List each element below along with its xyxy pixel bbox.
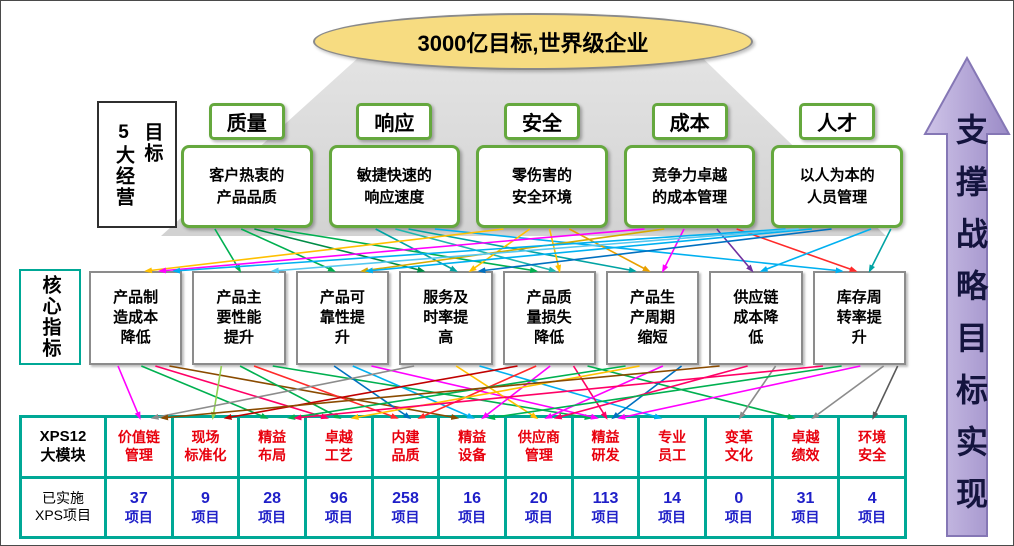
goals-section-label-text: 5大经营 目标 bbox=[113, 121, 163, 208]
project-unit: 项目 bbox=[791, 508, 820, 525]
project-count: 9 bbox=[201, 489, 210, 507]
project-count: 31 bbox=[796, 489, 815, 507]
modules-row-label: XPS12 大模块 bbox=[22, 418, 104, 476]
module-header-cell: 价值链 管理 bbox=[107, 418, 171, 476]
module-header-cell: 精益 布局 bbox=[240, 418, 304, 476]
goal-header: 安全 bbox=[503, 103, 580, 140]
project-unit: 项目 bbox=[258, 508, 287, 525]
module-header-cell: 供应商 管理 bbox=[507, 418, 571, 476]
module-header-cell: 专业 员工 bbox=[640, 418, 704, 476]
up-arrow-path bbox=[923, 56, 1011, 537]
indicator-box: 服务及 时率提 高 bbox=[399, 271, 493, 365]
project-count: 28 bbox=[263, 489, 282, 507]
project-count: 0 bbox=[734, 489, 744, 507]
module-header-cell: 卓越 工艺 bbox=[307, 418, 371, 476]
module-header-cell: 精益 设备 bbox=[440, 418, 504, 476]
project-count: 258 bbox=[392, 489, 419, 507]
project-unit: 项目 bbox=[858, 508, 887, 525]
module-header-cell: 环境 安全 bbox=[840, 418, 904, 476]
project-count: 16 bbox=[463, 489, 482, 507]
goal-quality: 质量 客户热衷的 产品品质 bbox=[181, 103, 313, 228]
project-unit: 项目 bbox=[724, 508, 753, 525]
project-unit: 项目 bbox=[391, 508, 420, 525]
goal-talent: 人才 以人为本的 人员管理 bbox=[771, 103, 903, 228]
goal-desc-box: 以人为本的 人员管理 bbox=[771, 145, 903, 228]
module-header-cell: 变革 文化 bbox=[707, 418, 771, 476]
goal-desc-box: 零伤害的 安全环境 bbox=[476, 145, 608, 228]
module-header-cell: 现场 标准化 bbox=[173, 418, 238, 476]
project-unit: 项目 bbox=[658, 508, 687, 525]
indicator-box: 产品主 要性能 提升 bbox=[192, 271, 286, 365]
project-count: 20 bbox=[529, 489, 548, 507]
project-count: 4 bbox=[867, 489, 877, 507]
indicator-box: 库存周 转率提 升 bbox=[812, 271, 906, 365]
project-unit: 项目 bbox=[458, 508, 487, 525]
project-unit: 项目 bbox=[324, 508, 353, 525]
project-count: 113 bbox=[592, 489, 619, 507]
module-header-cell: 精益 研发 bbox=[573, 418, 638, 476]
project-count: 14 bbox=[663, 489, 682, 507]
goal-header: 成本 bbox=[651, 103, 728, 140]
indicators-row: 产品制 造成本 降低 产品主 要性能 提升 产品可 靠性提 升 服务及 时率提 … bbox=[89, 271, 906, 365]
projects-row-label: 已实施 XPS项目 bbox=[22, 478, 104, 536]
goal-safety: 安全 零伤害的 安全环境 bbox=[476, 103, 608, 228]
goals-section-label: 5大经营 目标 bbox=[97, 101, 177, 228]
project-unit: 项目 bbox=[591, 508, 620, 525]
up-arrow-shape bbox=[923, 56, 1011, 537]
indicators-section-label: 核心指标 bbox=[19, 269, 81, 365]
project-count: 37 bbox=[129, 489, 148, 507]
goal-desc-box: 客户热衷的 产品品质 bbox=[181, 145, 313, 228]
vision-ellipse: 3000亿目标,世界级企业 bbox=[313, 13, 753, 70]
goal-header: 质量 bbox=[208, 103, 285, 140]
project-unit: 项目 bbox=[191, 508, 220, 525]
goal-desc-box: 竞争力卓越 的成本管理 bbox=[623, 145, 756, 228]
module-header-cell: 内建 品质 bbox=[373, 418, 438, 476]
project-unit: 项目 bbox=[124, 508, 153, 525]
module-header-cell: 卓越 绩效 bbox=[773, 418, 838, 476]
goal-desc-box: 敏捷快速的 响应速度 bbox=[328, 145, 461, 228]
indicator-box: 产品可 靠性提 升 bbox=[295, 271, 390, 365]
project-unit: 项目 bbox=[524, 508, 553, 525]
indicators-section-label-text: 核心指标 bbox=[39, 275, 61, 359]
goal-header: 响应 bbox=[356, 103, 433, 140]
goal-header: 人才 bbox=[799, 103, 876, 140]
side-arrow-label: 支撑战略目标实现 bbox=[952, 113, 988, 529]
indicator-box: 供应链 成本降 低 bbox=[709, 271, 803, 365]
project-count: 96 bbox=[329, 489, 348, 507]
indicator-box: 产品生 产周期 缩短 bbox=[605, 271, 700, 365]
indicator-box: 产品制 造成本 降低 bbox=[89, 271, 183, 365]
goal-cost: 成本 竞争力卓越 的成本管理 bbox=[623, 103, 756, 228]
goal-response: 响应 敏捷快速的 响应速度 bbox=[328, 103, 461, 228]
goals-row: 质量 客户热衷的 产品品质 响应 敏捷快速的 响应速度 安全 零伤害的 安全环境… bbox=[181, 103, 903, 228]
indicator-box: 产品质 量损失 降低 bbox=[502, 271, 596, 365]
modules-table: XPS12 大模块 价值链 管理 现场 标准化 精益 布局 卓越 工艺 内建 品… bbox=[19, 415, 907, 539]
vision-title: 3000亿目标,世界级企业 bbox=[417, 30, 649, 56]
